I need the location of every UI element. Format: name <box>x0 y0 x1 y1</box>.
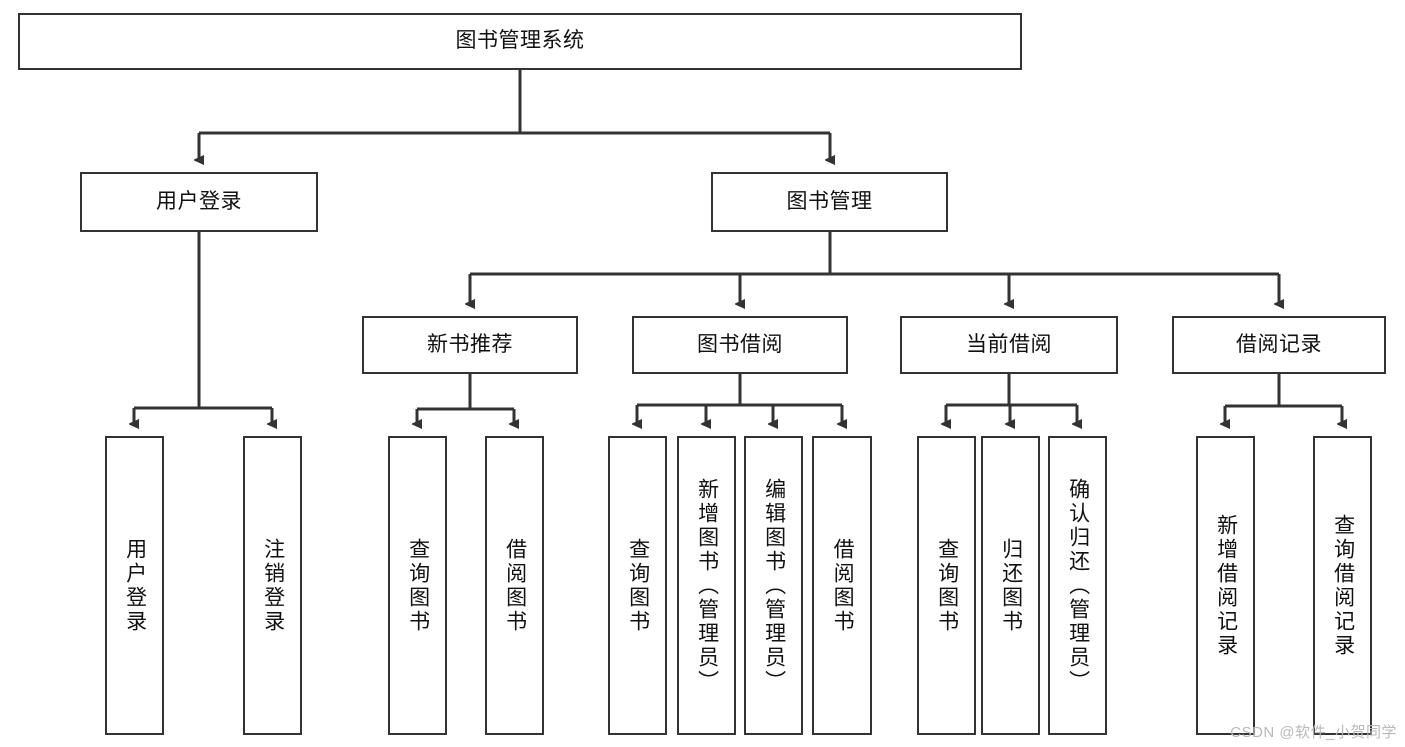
node-leaf-add-book-admin[interactable]: 新增图书（管理员） <box>677 436 736 735</box>
node-root[interactable]: 图书管理系统 <box>18 13 1022 70</box>
node-borrow-record-label: 借阅记录 <box>1236 332 1322 356</box>
node-root-label: 图书管理系统 <box>455 29 585 53</box>
node-leaf-user-logout-label: 注销登录 <box>261 537 285 634</box>
node-user-login[interactable]: 用户登录 <box>80 172 318 232</box>
node-new-book-recommend-label: 新书推荐 <box>427 332 513 356</box>
node-current-borrow-label: 当前借阅 <box>966 332 1052 356</box>
node-leaf-add-borrow-record-label: 新增借阅记录 <box>1214 513 1238 658</box>
node-leaf-edit-book-admin[interactable]: 编辑图书（管理员） <box>744 436 803 735</box>
node-leaf-borrow-book[interactable]: 借阅图书 <box>812 436 872 735</box>
node-leaf-return-book-label: 归还图书 <box>999 537 1023 634</box>
node-book-manage-label: 图书管理 <box>786 189 873 213</box>
node-leaf-query-borrow-record[interactable]: 查询借阅记录 <box>1313 436 1372 735</box>
node-leaf-edit-book-admin-label: 编辑图书（管理员） <box>762 477 786 694</box>
node-leaf-add-book-admin-label: 新增图书（管理员） <box>695 477 719 694</box>
node-leaf-query-book-borrow[interactable]: 查询图书 <box>608 436 667 735</box>
node-leaf-query-book-rec[interactable]: 查询图书 <box>388 436 447 735</box>
node-book-borrow[interactable]: 图书借阅 <box>632 316 848 374</box>
node-leaf-user-logout[interactable]: 注销登录 <box>243 436 302 735</box>
node-book-borrow-label: 图书借阅 <box>697 332 783 356</box>
node-leaf-query-book-borrow-label: 查询图书 <box>626 537 650 634</box>
node-leaf-add-borrow-record[interactable]: 新增借阅记录 <box>1196 436 1255 735</box>
node-current-borrow[interactable]: 当前借阅 <box>900 316 1118 374</box>
node-leaf-borrow-book-rec-label: 借阅图书 <box>503 537 527 634</box>
node-leaf-query-book-current-label: 查询图书 <box>935 537 959 634</box>
watermark: CSDN @软件_小贺同学 <box>1230 724 1397 741</box>
node-leaf-borrow-book-rec[interactable]: 借阅图书 <box>485 436 544 735</box>
node-leaf-borrow-book-label: 借阅图书 <box>831 537 855 634</box>
node-new-book-recommend[interactable]: 新书推荐 <box>362 316 578 374</box>
node-leaf-user-login[interactable]: 用户登录 <box>105 436 164 735</box>
node-leaf-query-book-rec-label: 查询图书 <box>406 537 430 634</box>
node-leaf-user-login-label: 用户登录 <box>123 537 147 634</box>
node-user-login-label: 用户登录 <box>156 189 242 213</box>
node-leaf-query-book-current[interactable]: 查询图书 <box>917 436 976 735</box>
node-leaf-confirm-return-admin-label: 确认归还（管理员） <box>1066 477 1090 694</box>
node-leaf-query-borrow-record-label: 查询借阅记录 <box>1331 513 1355 658</box>
node-leaf-return-book[interactable]: 归还图书 <box>981 436 1040 735</box>
node-leaf-confirm-return-admin[interactable]: 确认归还（管理员） <box>1048 436 1107 735</box>
node-borrow-record[interactable]: 借阅记录 <box>1172 316 1386 374</box>
node-book-manage[interactable]: 图书管理 <box>711 172 948 232</box>
